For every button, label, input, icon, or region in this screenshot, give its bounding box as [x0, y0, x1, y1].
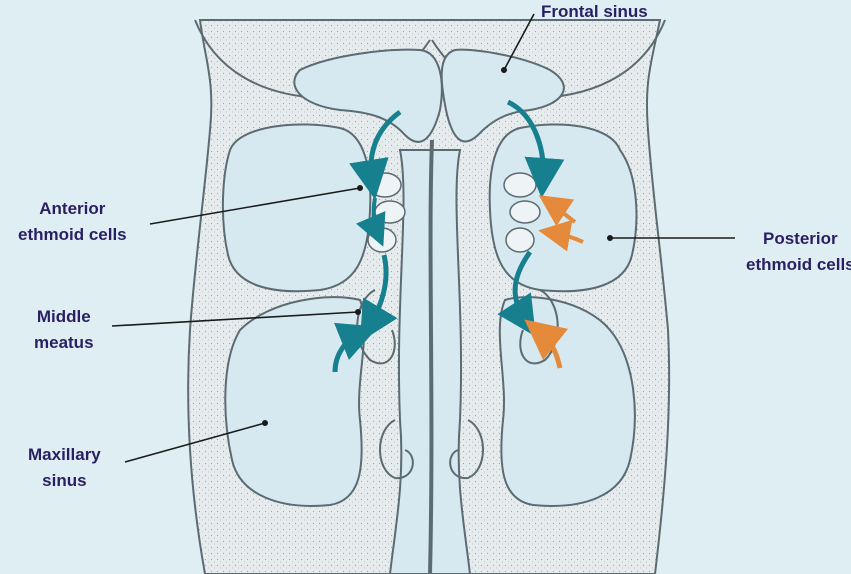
label-frontal-sinus: Frontal sinus [541, 0, 648, 25]
maxillary-sinus-left [225, 297, 364, 506]
label-maxillary-sinus: Maxillary sinus [28, 442, 101, 494]
label-anterior-ethmoid-cells: Anterior ethmoid cells [18, 196, 127, 248]
ethmoid-cells-right [504, 173, 540, 252]
label-middle-meatus: Middle meatus [34, 304, 94, 356]
label-posterior-ethmoid-cells: Posterior ethmoid cells [746, 226, 851, 278]
nasal-septum [430, 140, 432, 574]
